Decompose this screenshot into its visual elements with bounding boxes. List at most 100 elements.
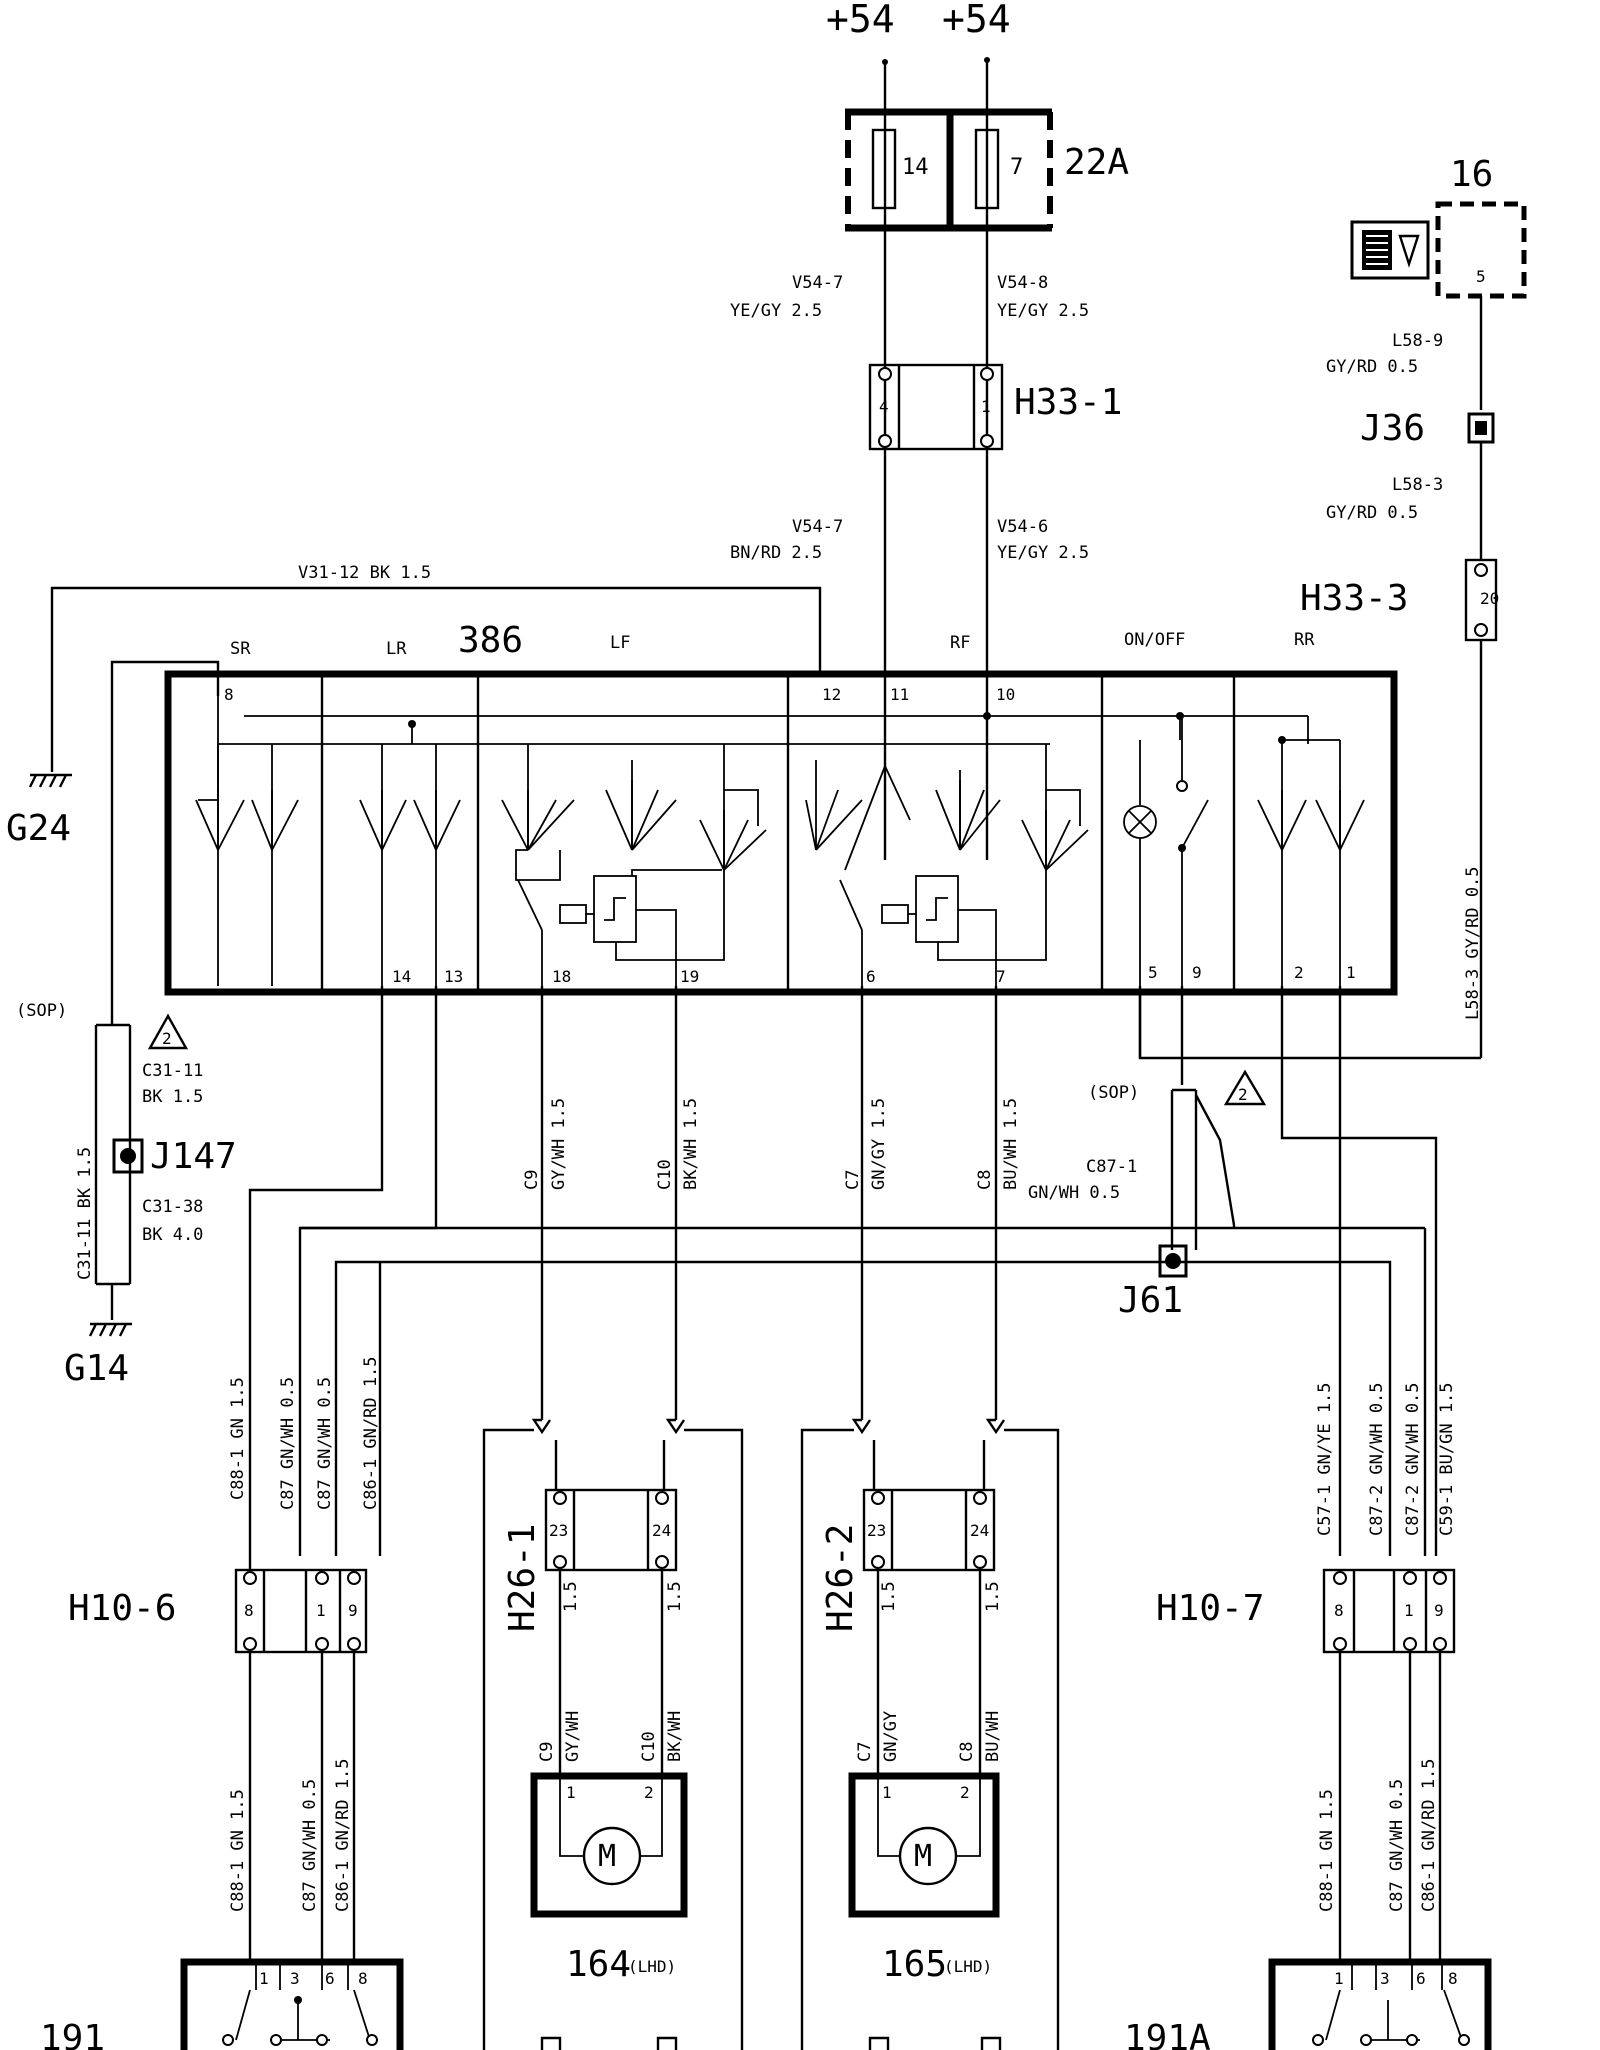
svg-text:10: 10 bbox=[996, 685, 1015, 704]
note-triangle-right: 2 bbox=[1223, 1069, 1267, 1106]
svg-text:L58-9: L58-9 bbox=[1392, 331, 1443, 351]
svg-text:1.5: 1.5 bbox=[561, 1581, 581, 1612]
svg-text:C31-11 BK 1.5: C31-11 BK 1.5 bbox=[75, 1147, 95, 1280]
svg-text:YE/GY 2.5: YE/GY 2.5 bbox=[730, 301, 822, 321]
svg-text:8: 8 bbox=[244, 1601, 254, 1620]
svg-text:386: 386 bbox=[458, 620, 523, 661]
svg-text:RR: RR bbox=[1294, 630, 1315, 650]
svg-text:1: 1 bbox=[566, 1783, 576, 1802]
svg-text:C88-1 GN 1.5: C88-1 GN 1.5 bbox=[1317, 1789, 1337, 1912]
svg-text:7: 7 bbox=[1010, 155, 1023, 180]
svg-text:1.5: 1.5 bbox=[983, 1581, 1003, 1612]
svg-text:1: 1 bbox=[882, 1783, 892, 1802]
svg-text:C87-2 GN/WH 0.5: C87-2 GN/WH 0.5 bbox=[1367, 1382, 1387, 1536]
splice-j36: J36 bbox=[1360, 408, 1495, 449]
svg-text:V54-8: V54-8 bbox=[997, 273, 1048, 293]
svg-text:(SOP): (SOP) bbox=[1088, 1083, 1139, 1103]
svg-text:LR: LR bbox=[386, 639, 407, 659]
svg-text:C88-1 GN 1.5: C88-1 GN 1.5 bbox=[228, 1377, 248, 1500]
svg-text:19: 19 bbox=[680, 967, 699, 986]
svg-text:14: 14 bbox=[902, 155, 929, 180]
svg-text:G14: G14 bbox=[64, 1348, 129, 1389]
svg-text:9: 9 bbox=[1192, 963, 1202, 982]
svg-text:22A: 22A bbox=[1064, 142, 1129, 183]
svg-text:GY/WH: GY/WH bbox=[563, 1711, 583, 1762]
svg-text:1: 1 bbox=[1346, 963, 1356, 982]
svg-text:8: 8 bbox=[358, 1969, 368, 1988]
svg-text:191: 191 bbox=[40, 2018, 105, 2050]
svg-text:2: 2 bbox=[1294, 963, 1304, 982]
svg-text:6: 6 bbox=[325, 1969, 335, 1988]
supply-label-left: +54 bbox=[826, 0, 895, 41]
svg-text:H10-7: H10-7 bbox=[1156, 1588, 1264, 1629]
connector-h26-2-group: 23 24 H26-2 bbox=[800, 1418, 1060, 2050]
svg-text:8: 8 bbox=[1334, 1601, 1344, 1620]
svg-text:H10-6: H10-6 bbox=[68, 1588, 176, 1629]
switch-unit-386: 8 12 11 10 14 13 18 19 6 7 5 9 2 1 bbox=[164, 670, 1398, 996]
svg-text:20: 20 bbox=[1480, 589, 1499, 608]
svg-text:V54-7: V54-7 bbox=[792, 273, 843, 293]
connector-h10-6: 8 1 9 H10-6 bbox=[68, 1568, 368, 1654]
svg-text:165: 165 bbox=[882, 1944, 947, 1985]
svg-text:2: 2 bbox=[960, 1783, 970, 1802]
connector-h10-7: 8 1 9 H10-7 bbox=[1156, 1568, 1456, 1654]
component-16: 5 bbox=[1435, 201, 1527, 299]
svg-text:5: 5 bbox=[1148, 963, 1158, 982]
fuse-box-22a: 14 7 22A bbox=[845, 108, 1129, 232]
svg-text:C88-1 GN 1.5: C88-1 GN 1.5 bbox=[228, 1789, 248, 1912]
svg-text:4: 4 bbox=[879, 397, 889, 416]
display-icon bbox=[1350, 220, 1430, 280]
svg-text:8: 8 bbox=[224, 685, 234, 704]
svg-text:C57-1 GN/YE 1.5: C57-1 GN/YE 1.5 bbox=[1315, 1382, 1335, 1536]
svg-text:9: 9 bbox=[348, 1601, 358, 1620]
svg-text:H26-1: H26-1 bbox=[502, 1524, 543, 1632]
svg-text:C87-2 GN/WH 0.5: C87-2 GN/WH 0.5 bbox=[1403, 1382, 1423, 1536]
svg-text:GY/RD 0.5: GY/RD 0.5 bbox=[1326, 503, 1418, 523]
svg-text:(SOP): (SOP) bbox=[16, 1001, 67, 1021]
svg-text:GY/WH 1.5: GY/WH 1.5 bbox=[549, 1098, 569, 1190]
svg-text:V54-6: V54-6 bbox=[997, 517, 1048, 537]
svg-text:1.5: 1.5 bbox=[879, 1581, 899, 1612]
svg-text:BK 4.0: BK 4.0 bbox=[142, 1225, 203, 1245]
svg-text:11: 11 bbox=[890, 685, 909, 704]
svg-text:G24: G24 bbox=[6, 808, 71, 849]
svg-text:C87 GN/WH 0.5: C87 GN/WH 0.5 bbox=[300, 1779, 320, 1912]
svg-text:7: 7 bbox=[996, 967, 1006, 986]
svg-text:24: 24 bbox=[652, 1521, 671, 1540]
svg-text:8: 8 bbox=[1448, 1969, 1458, 1988]
svg-text:BN/RD 2.5: BN/RD 2.5 bbox=[730, 543, 822, 563]
svg-text:C87 GN/WH 0.5: C87 GN/WH 0.5 bbox=[278, 1377, 298, 1510]
svg-text:L58-3: L58-3 bbox=[1392, 475, 1443, 495]
svg-text:(LHD): (LHD) bbox=[944, 1957, 992, 1976]
svg-text:14: 14 bbox=[392, 967, 411, 986]
svg-text:GY/RD 0.5: GY/RD 0.5 bbox=[1326, 357, 1418, 377]
svg-text:C86-1 GN/RD 1.5: C86-1 GN/RD 1.5 bbox=[1419, 1758, 1439, 1912]
svg-text:1: 1 bbox=[316, 1601, 326, 1620]
motor-165: 1 2 M bbox=[848, 1772, 1000, 1918]
svg-text:GN/GY: GN/GY bbox=[881, 1711, 901, 1762]
svg-text:1: 1 bbox=[981, 397, 991, 416]
svg-text:24: 24 bbox=[970, 1521, 989, 1540]
svg-text:C7: C7 bbox=[855, 1742, 875, 1762]
svg-text:J61: J61 bbox=[1118, 1280, 1183, 1321]
svg-text:GN/GY 1.5: GN/GY 1.5 bbox=[869, 1098, 889, 1190]
svg-text:2: 2 bbox=[1238, 1085, 1248, 1104]
motor-164: 1 2 M bbox=[530, 1772, 688, 1918]
svg-text:1: 1 bbox=[1404, 1601, 1414, 1620]
svg-text:C10: C10 bbox=[639, 1731, 659, 1762]
svg-text:5: 5 bbox=[1476, 267, 1486, 286]
svg-text:3: 3 bbox=[1380, 1969, 1390, 1988]
splice-j147: J147 bbox=[112, 1136, 237, 1177]
svg-text:C8: C8 bbox=[957, 1742, 977, 1762]
svg-text:6: 6 bbox=[866, 967, 876, 986]
ground-g24 bbox=[28, 773, 72, 788]
svg-text:M: M bbox=[598, 1839, 616, 1874]
door-switch-191: 1 3 6 8 191 bbox=[40, 1958, 404, 2050]
svg-text:LF: LF bbox=[610, 633, 630, 653]
svg-text:C87 GN/WH 0.5: C87 GN/WH 0.5 bbox=[315, 1377, 335, 1510]
svg-text:C9: C9 bbox=[522, 1170, 542, 1190]
svg-text:BU/WH: BU/WH bbox=[983, 1711, 1003, 1762]
svg-text:23: 23 bbox=[549, 1521, 568, 1540]
svg-text:BU/WH 1.5: BU/WH 1.5 bbox=[1001, 1098, 1021, 1190]
svg-text:J36: J36 bbox=[1360, 408, 1425, 449]
